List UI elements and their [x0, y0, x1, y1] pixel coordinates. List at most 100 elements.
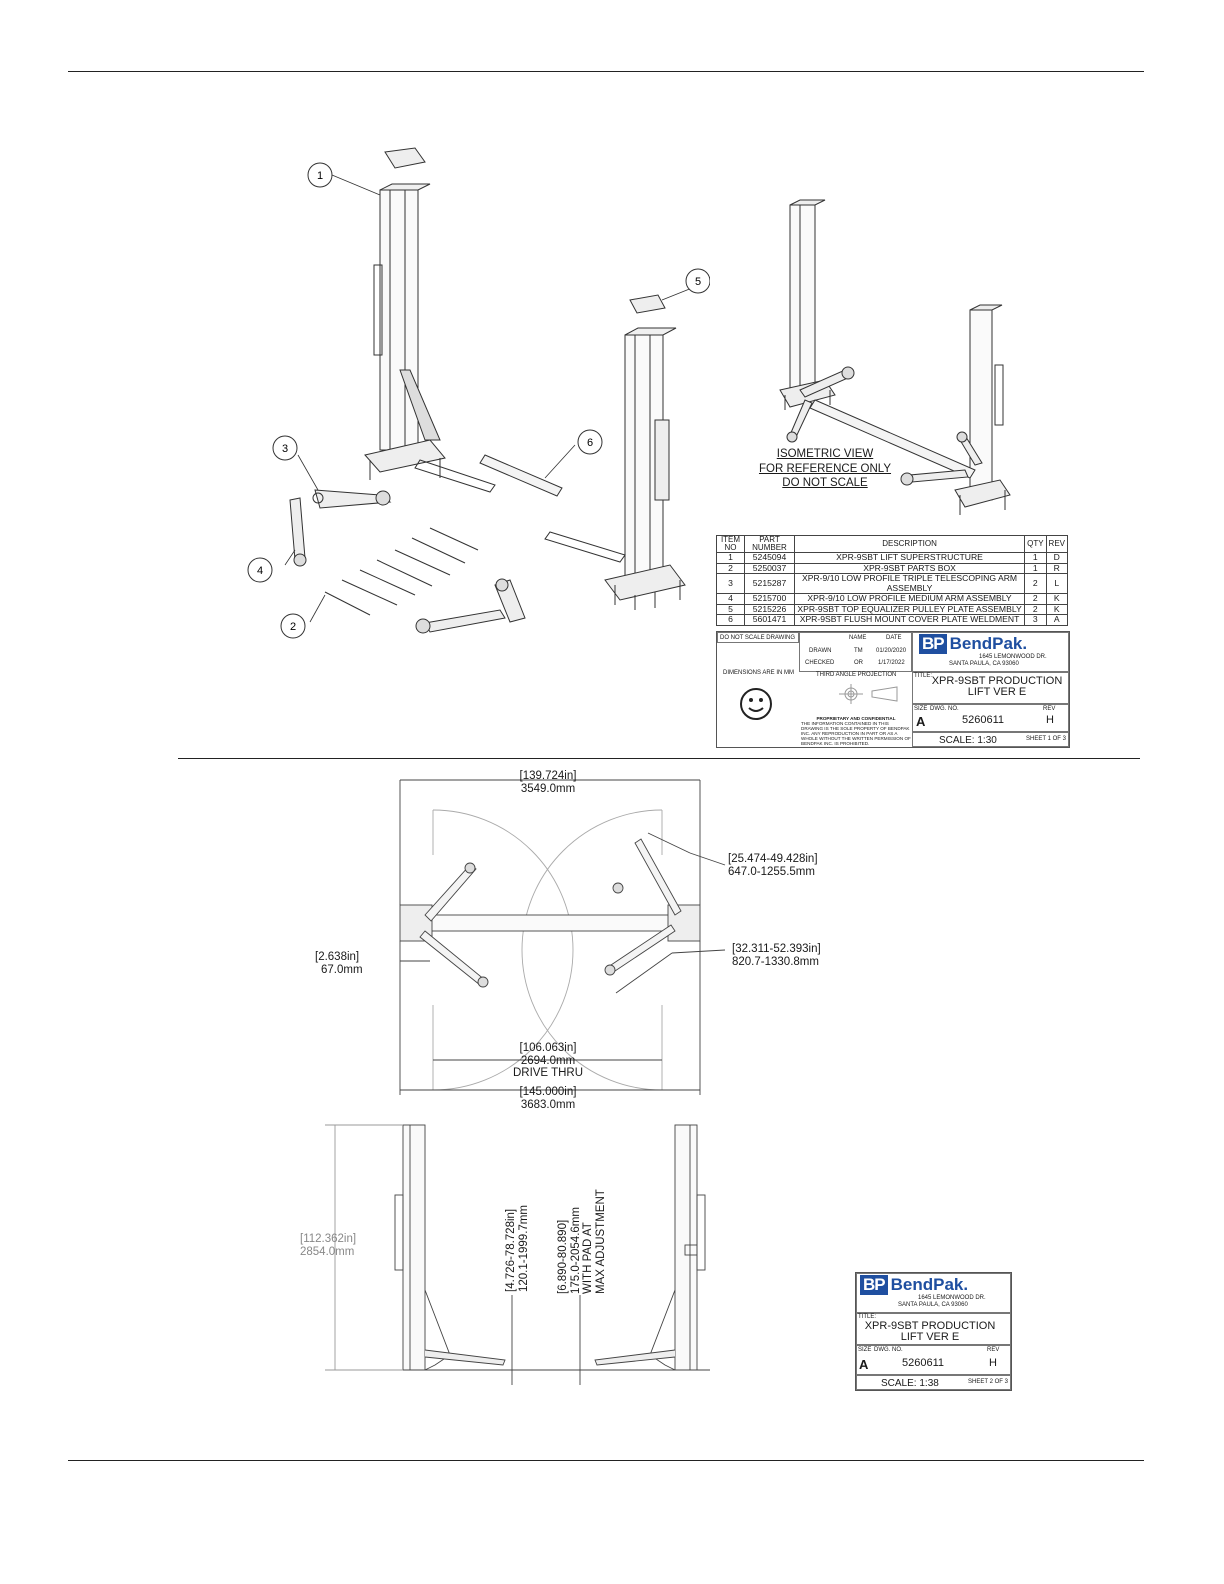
sheet-number: SHEET 1 OF 3: [1026, 736, 1066, 742]
dim-drive-thru: [106.063in] 2694.0mm DRIVE THRU: [498, 1042, 598, 1080]
dim-drive-in: [106.063in]: [519, 1042, 577, 1054]
dim-pad-max: [6.890-80.890] 175.0-2054.6mm WITH PAD A…: [557, 1114, 607, 1294]
dim-pad-max-in: [6.890-80.890]: [557, 1219, 569, 1294]
size-value-2: A: [859, 1357, 869, 1372]
bom-header-description: DESCRIPTION: [793, 535, 1026, 553]
bom-cell: XPR-9SBT FLUSH MOUNT COVER PLATE WELDMEN…: [793, 614, 1026, 626]
balloon-5-label: 5: [695, 276, 701, 288]
balloon-2-label: 2: [290, 621, 296, 633]
address-line-2: SANTA PAULA, CA 93060: [949, 661, 1019, 667]
name-header: NAME: [849, 635, 867, 641]
bom-header-part: PART NUMBER: [744, 535, 795, 553]
bom-header-rev: REV: [1045, 535, 1069, 553]
bom-cell: 2: [1024, 593, 1047, 605]
bottom-rule: [68, 1460, 1144, 1461]
checked-name: OR: [854, 660, 863, 666]
rev-label: REV: [1043, 706, 1056, 712]
scale-value-2: SCALE: 1:38: [881, 1378, 939, 1389]
balloon-4-label: 4: [257, 565, 263, 577]
bom-cell: R: [1045, 562, 1069, 574]
bom-cell: 1: [716, 552, 745, 564]
dim-drive-label: DRIVE THRU: [512, 1067, 584, 1079]
balloon-2: [280, 613, 306, 639]
scale-cell-2: [856, 1375, 1011, 1390]
bom-cell: XPR-9/10 LOW PROFILE MEDIUM ARM ASSEMBLY: [793, 593, 1026, 605]
iso-note-line-1: ISOMETRIC VIEW: [776, 448, 874, 460]
address-line-1: 1645 LEMONWOOD DR.: [979, 654, 1047, 660]
proprietary-note: PROPRIETARY AND CONFIDENTIAL THE INFORMA…: [801, 716, 911, 746]
drawing-title-line-1: XPR-9SBT PRODUCTION: [931, 675, 1063, 687]
dimensions-note: DIMENSIONS ARE IN MM: [723, 670, 795, 676]
bendpak-logo-mark-2: BP: [860, 1275, 888, 1295]
date-header: DATE: [886, 635, 902, 641]
balloon-6-label: 6: [587, 437, 593, 449]
balloon-3-label: 3: [282, 443, 288, 455]
checked-date: 1/17/2022: [878, 660, 905, 666]
bom-header-item: ITEM NO: [716, 535, 745, 553]
dim-drive-mm: 2694.0mm: [520, 1054, 576, 1067]
dim-arm-short: [25.474-49.428in] 647.0-1255.5mm: [728, 853, 818, 878]
balloon-5: [685, 268, 710, 294]
bom-cell: 5215700: [744, 593, 795, 605]
bom-cell: 5250037: [744, 562, 795, 574]
bom-cell: 5215287: [744, 573, 795, 594]
checked-label: CHECKED: [805, 660, 835, 666]
bom-cell: 5245094: [744, 552, 795, 564]
dim-pad-max-mm: 175.0-2054.6mm: [569, 1207, 582, 1294]
iso-note-line-3: DO NOT SCALE: [782, 477, 868, 489]
isometric-view: [779, 199, 1011, 515]
bendpak-logo-mark: BP: [919, 634, 947, 654]
drawn-label: DRAWN: [809, 648, 832, 654]
bom-cell: 1: [1024, 562, 1047, 574]
elevation-view: [325, 1124, 710, 1385]
bom-cell: XPR-9SBT LIFT SUPERSTRUCTURE: [793, 552, 1026, 564]
balloon-4: [247, 557, 273, 583]
bom-cell: 5: [716, 603, 745, 615]
dwg-number-label-2: DWG. NO.: [874, 1347, 903, 1353]
bendpak-logo-text: BendPak.: [949, 634, 1028, 653]
dwg-number-cell-2: [856, 1345, 1011, 1375]
balloon-6: [577, 429, 603, 455]
bendpak-logo-text-2: BendPak.: [890, 1275, 969, 1294]
top-rule: [68, 71, 1144, 72]
drawing-title-line-2: LIFT VER E: [967, 686, 1027, 698]
bom-header-qty: QTY: [1024, 535, 1047, 553]
dim-top-width-mm: 3549.0mm: [520, 782, 576, 795]
scale-cell: [912, 732, 1069, 747]
dim-height: [112.362in] 2854.0mm: [300, 1233, 356, 1258]
bom-cell: 6: [716, 614, 745, 626]
smiley-icon: [740, 688, 772, 720]
projection-label: THIRD ANGLE PROJECTION: [816, 672, 897, 678]
bom-cell: L: [1045, 573, 1069, 594]
dim-pad-max-note-2: MAX ADJUSTMENT: [594, 1189, 607, 1294]
title-cell-2: [856, 1313, 1011, 1345]
bom-cell: K: [1045, 603, 1069, 615]
title-block-sheet-1: DO NOT SCALE DRAWING NAME DATE DRAWN TM …: [716, 631, 1070, 748]
plan-view: [399, 779, 726, 1095]
dim-arm-short-mm: 647.0-1255.5mm: [728, 865, 815, 878]
sheet-number-2: SHEET 2 OF 3: [968, 1379, 1008, 1385]
bom-cell: 2: [1024, 603, 1047, 615]
dwg-number-2: 5260611: [902, 1357, 945, 1369]
dwg-number: 5260611: [962, 714, 1005, 726]
bom-cell: 3: [1024, 614, 1047, 626]
drawing-title-2-line-1: XPR-9SBT PRODUCTION: [864, 1320, 996, 1332]
scale-value: SCALE: 1:30: [939, 735, 997, 746]
balloon-group: 1 2 3 4 5 6: [247, 162, 710, 639]
dim-arm-long: [32.311-52.393in] 820.7-1330.8mm: [732, 943, 821, 968]
dwg-number-label: DWG. NO.: [930, 706, 959, 712]
drawing-title-2: XPR-9SBT PRODUCTION LIFT VER E: [860, 1321, 1000, 1343]
dim-offset: [2.638in] 67.0mm: [315, 951, 363, 976]
section-divider: [178, 758, 1140, 759]
dim-arm-long-mm: 820.7-1330.8mm: [732, 955, 819, 968]
dim-arm-short-in: [25.474-49.428in]: [728, 853, 818, 865]
bill-of-materials: ITEM NO PART NUMBER DESCRIPTION QTY REV …: [716, 535, 1069, 626]
balloon-1: [307, 162, 333, 188]
dim-pad-low: [4.726-78.728in] 120.1-1999.7mm: [505, 1122, 530, 1292]
rev-label-2: REV: [987, 1347, 1000, 1353]
